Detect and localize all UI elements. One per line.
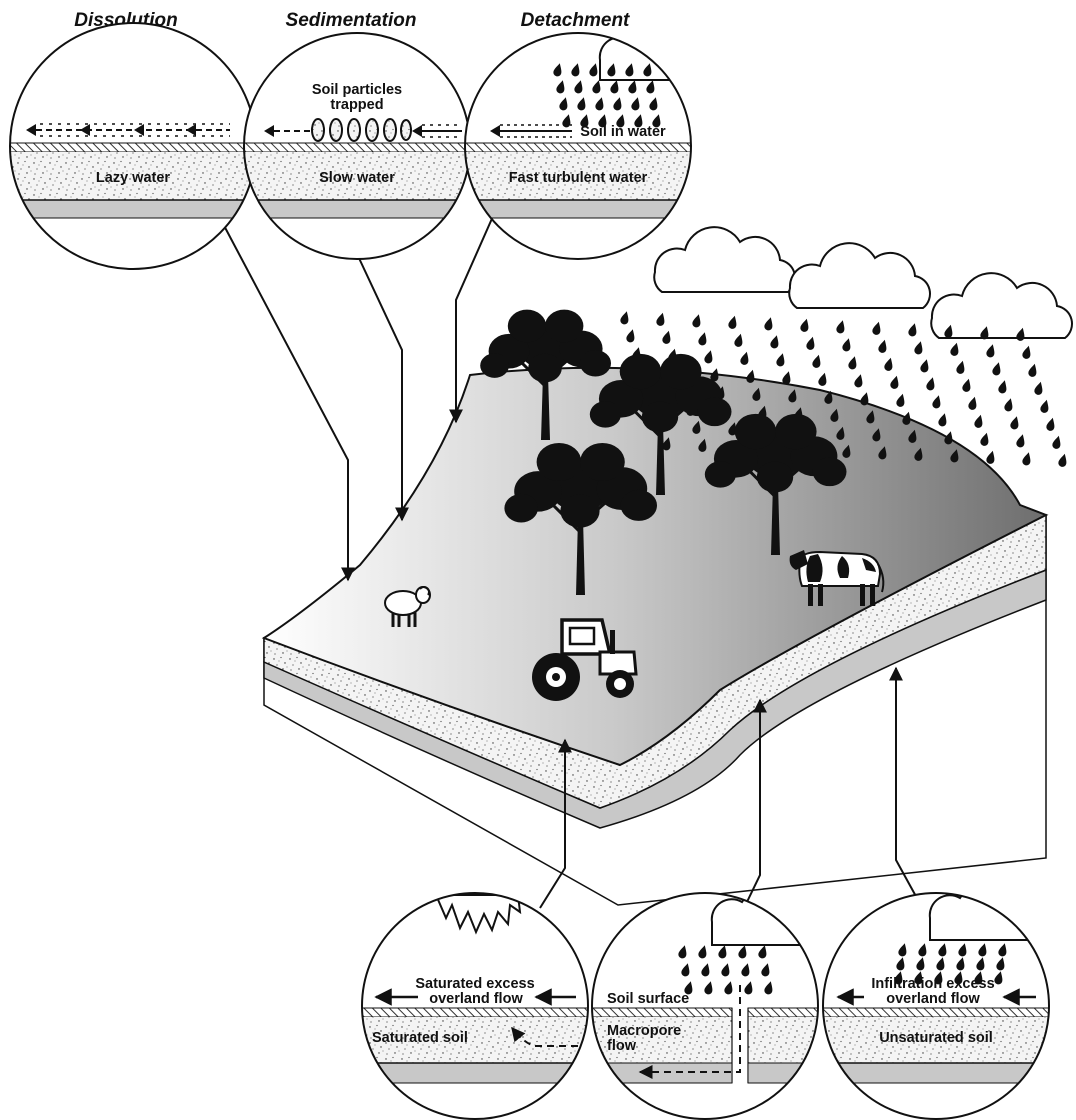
raindrop-icon xyxy=(853,373,865,389)
raindrop-icon xyxy=(967,395,979,411)
raindrop-icon xyxy=(991,361,1003,377)
label-infiltration-excess: Infiltration excess xyxy=(871,976,994,992)
raindrop-icon xyxy=(937,412,949,428)
label-overland-flow-saturated: overland flow xyxy=(429,991,523,1007)
tree-icon xyxy=(704,413,847,555)
raindrop-icon xyxy=(973,413,985,429)
raindrop-icon xyxy=(805,335,817,351)
raindrop-icon xyxy=(961,377,973,393)
raindrop-icon xyxy=(1039,398,1051,414)
cloud-icon xyxy=(928,893,1043,941)
raindrop-icon xyxy=(1015,433,1027,449)
raindrop-icon xyxy=(1051,434,1063,450)
raindrop-icon xyxy=(727,314,739,330)
raindrop-icon xyxy=(739,350,751,366)
label-fast-turbulent-water: Fast turbulent water xyxy=(509,170,648,186)
label-soil-surface: Soil surface xyxy=(607,991,689,1007)
cloud-icon xyxy=(788,242,931,309)
label-trapped: trapped xyxy=(330,97,383,113)
raindrop-icon xyxy=(1033,380,1045,396)
raindrop-icon xyxy=(1021,344,1033,360)
tree-icon xyxy=(504,442,657,595)
infiltration-circle: Infiltration excess overland flow Unsatu… xyxy=(822,892,1050,1120)
saturated-circle: Saturated excess overland flow Saturated… xyxy=(361,892,589,1120)
label-soil-in-water: Soil in water xyxy=(580,124,666,140)
raindrop-icon xyxy=(1009,415,1021,431)
raindrop-icon xyxy=(817,371,829,387)
title-sedimentation: Sedimentation xyxy=(286,10,417,31)
raindrop-icon xyxy=(979,431,991,447)
raindrop-icon xyxy=(1021,451,1033,467)
title-detachment: Detachment xyxy=(521,10,630,31)
label-soil-particles: Soil particles xyxy=(312,82,402,98)
sediment-particles xyxy=(311,118,412,142)
raindrop-icon xyxy=(1045,416,1057,432)
cloud-icon xyxy=(653,226,796,293)
label-lazy-water: Lazy water xyxy=(96,170,170,186)
raindrop-icon xyxy=(1027,362,1039,378)
raindrop-icon xyxy=(1057,452,1069,468)
raindrop-icon xyxy=(931,394,943,410)
raindrop-icon xyxy=(925,376,937,392)
tree-icon xyxy=(589,353,732,495)
cow-icon xyxy=(789,550,885,606)
raindrop-icon xyxy=(919,358,931,374)
raindrop-icon xyxy=(1003,397,1015,413)
raindrop-icon xyxy=(835,319,847,335)
sheep-icon xyxy=(384,586,431,627)
label-saturated-soil: Saturated soil xyxy=(372,1030,468,1046)
raindrop-icon xyxy=(775,352,787,368)
dissolution-flow-arrows xyxy=(26,123,230,137)
raindrop-icon xyxy=(799,317,811,333)
label-flow: flow xyxy=(607,1038,637,1054)
raindrop-icon xyxy=(985,449,997,465)
raindrop-icon xyxy=(883,356,895,372)
raindrop-icon xyxy=(847,355,859,371)
raindrop-icon xyxy=(877,338,889,354)
raindrop-icon xyxy=(871,320,883,336)
raindrop-icon xyxy=(997,379,1009,395)
label-unsaturated-soil: Unsaturated soil xyxy=(879,1030,993,1046)
tree-icon xyxy=(480,309,612,440)
sedimentation-circle: Soil particles trapped Slow water xyxy=(243,32,471,260)
label-macropore: Macropore xyxy=(607,1023,681,1039)
sun-icon xyxy=(434,894,522,935)
label-saturated-excess: Saturated excess xyxy=(415,976,534,992)
raindrop-icon xyxy=(625,328,637,344)
raindrop-icon xyxy=(949,341,961,357)
raindrop-icon xyxy=(895,392,907,408)
label-overland-flow-infiltration: overland flow xyxy=(886,991,980,1007)
raindrop-icon xyxy=(763,316,775,332)
raindrop-icon xyxy=(907,322,919,338)
dissolution-circle: Lazy water xyxy=(9,22,257,270)
label-slow-water: Slow water xyxy=(319,170,395,186)
raindrop-icon xyxy=(955,359,967,375)
raindrop-icon xyxy=(691,313,703,329)
raindrop-icon xyxy=(889,374,901,390)
connector-arrows-top xyxy=(219,213,495,582)
raindrop-icon xyxy=(733,332,745,348)
raindrop-icon xyxy=(811,353,823,369)
raindrop-icon xyxy=(703,349,715,365)
raindrop-icon xyxy=(841,337,853,353)
raindrop-icon xyxy=(913,340,925,356)
landscape-block xyxy=(261,366,1049,906)
raindrop-icon xyxy=(661,329,673,345)
raindrop-icon xyxy=(985,343,997,359)
detachment-circle: Soil in water Fast turbulent water xyxy=(464,32,692,260)
raindrop-icon xyxy=(697,331,709,347)
connector-arrows-bottom xyxy=(539,666,919,909)
raindrop-icon xyxy=(655,311,667,327)
raindrop-icon xyxy=(619,310,631,326)
macropore-circle: Soil surface Macropore flow xyxy=(591,892,819,1120)
tractor-icon xyxy=(532,618,638,701)
raindrop-icon xyxy=(769,334,781,350)
cloud-icon xyxy=(930,272,1073,339)
land-surface xyxy=(261,366,1049,767)
